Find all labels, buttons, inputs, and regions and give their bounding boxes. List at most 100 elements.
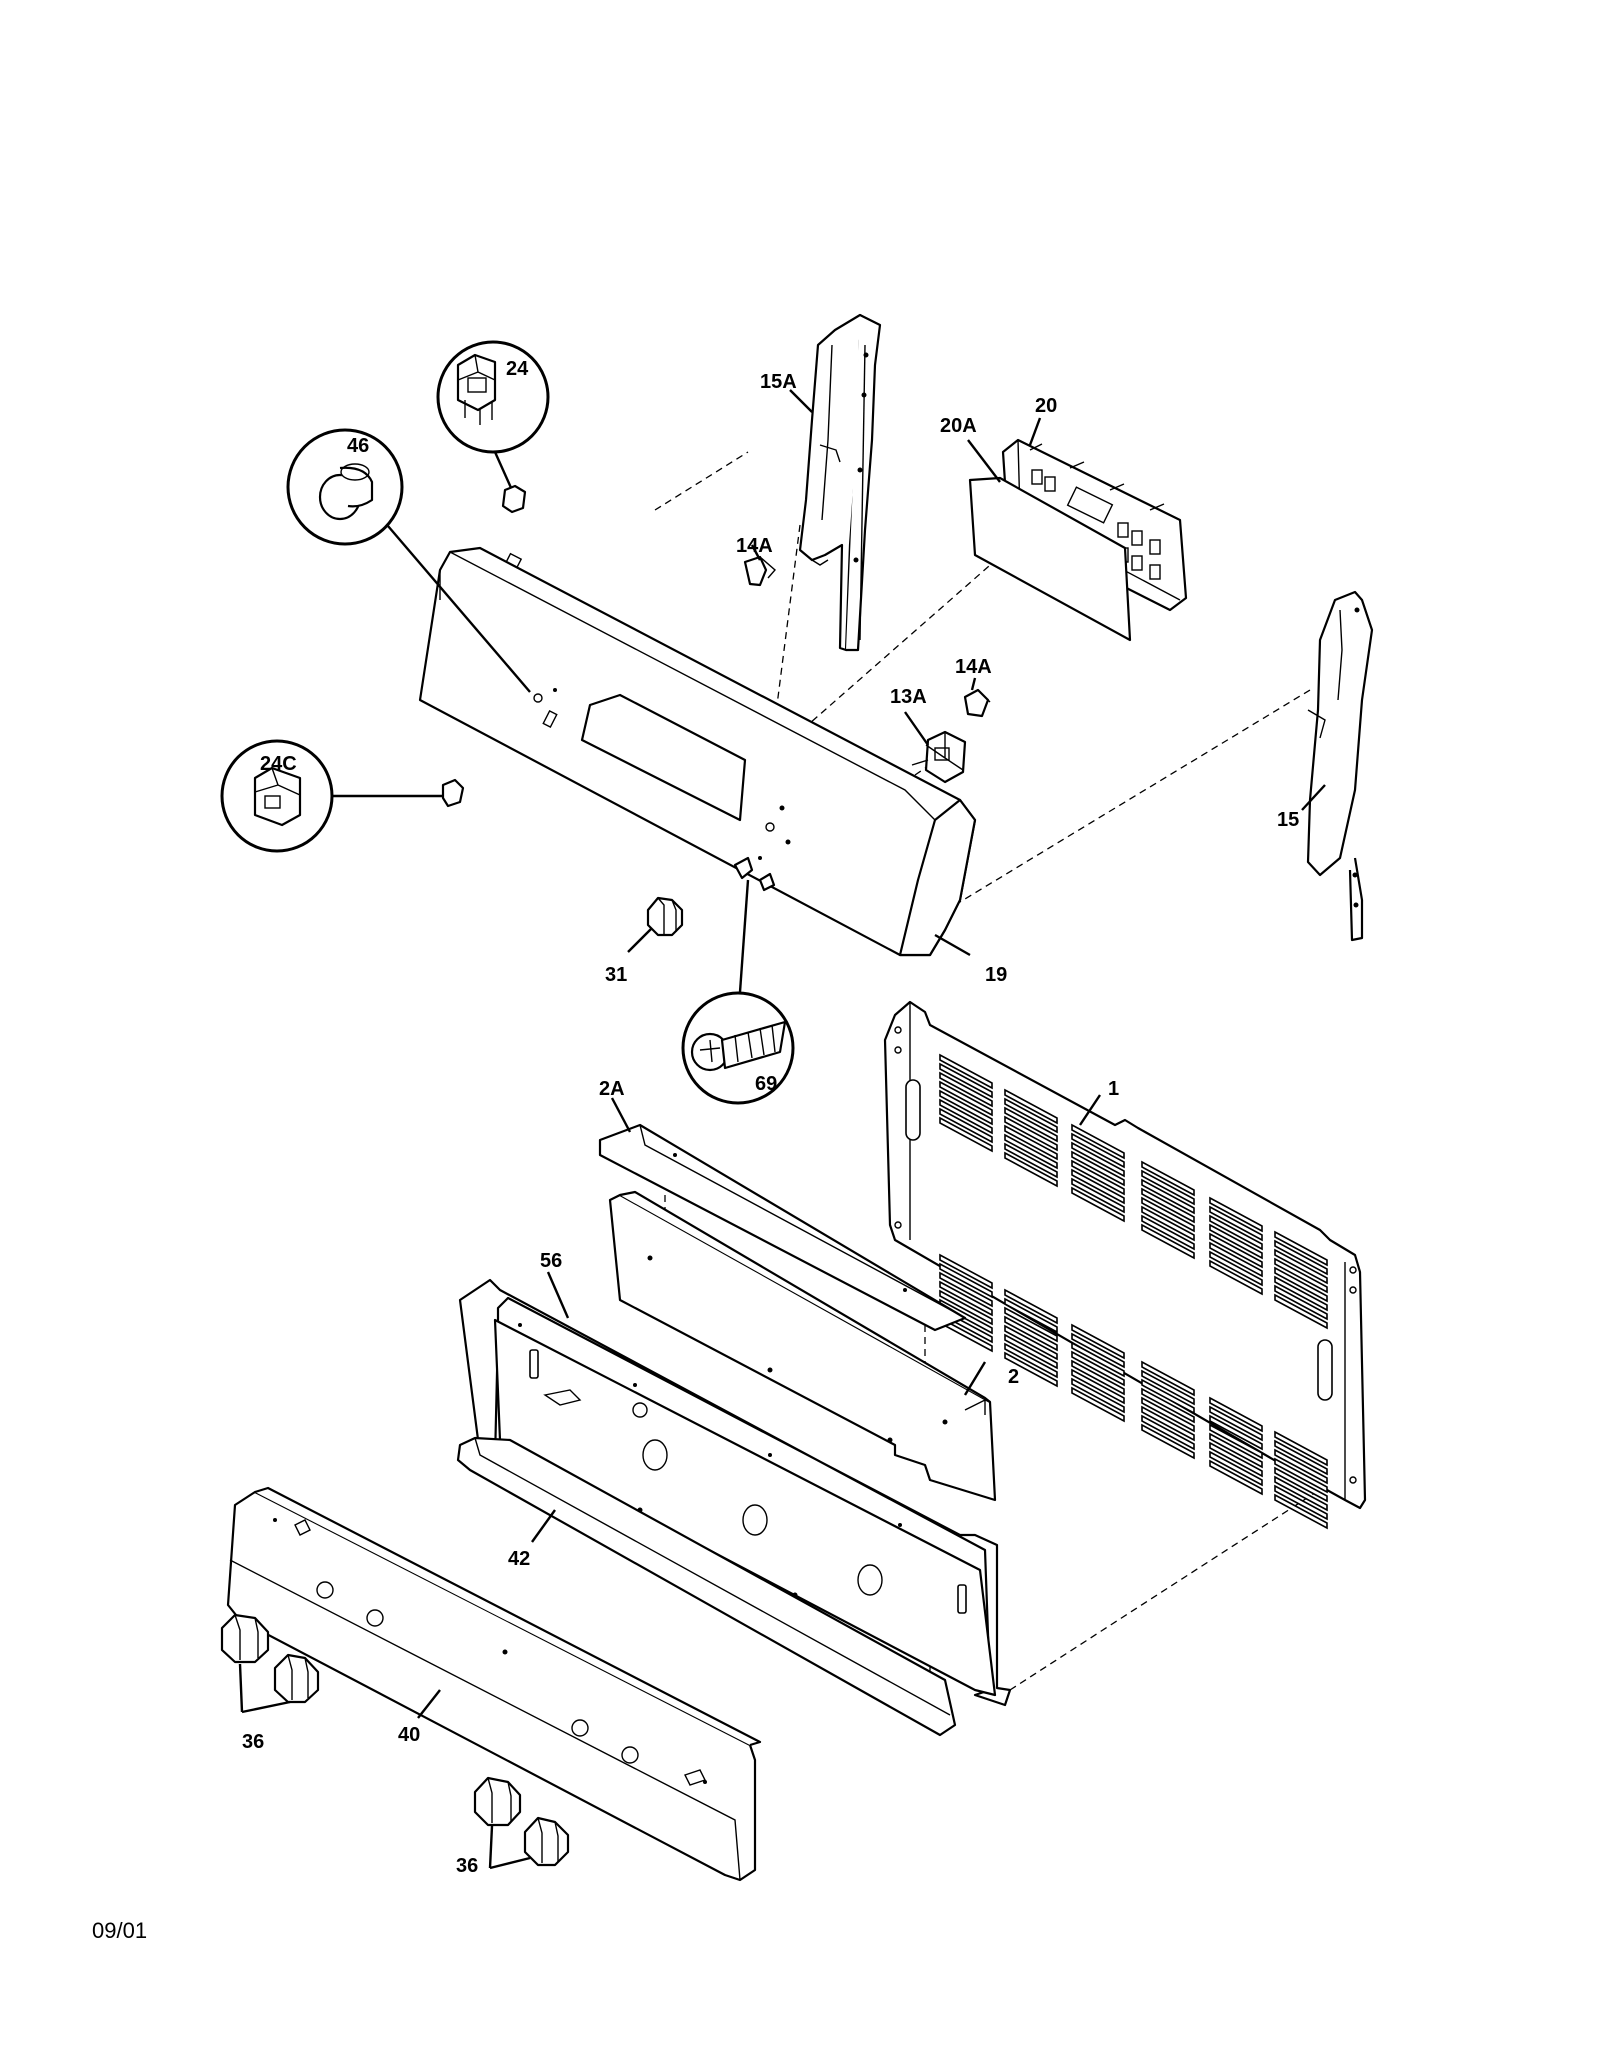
louver-slot xyxy=(1209,1250,1263,1287)
label-24: 24 xyxy=(506,358,529,380)
part-40-front-panel xyxy=(226,1486,762,1882)
louver-slot xyxy=(1209,1241,1263,1278)
louver-slot xyxy=(1141,1196,1195,1233)
louver-slot xyxy=(1209,1414,1263,1451)
louver-slot xyxy=(1141,1214,1195,1251)
leader-36-right-b xyxy=(489,1856,531,1870)
louver-slot xyxy=(1004,1315,1058,1352)
part-14a-clip-top xyxy=(743,555,776,587)
louver-slot xyxy=(1274,1448,1328,1485)
leader-24 xyxy=(493,451,514,491)
label-19: 19 xyxy=(985,964,1007,986)
louver-slot xyxy=(1141,1387,1195,1424)
louver-slot xyxy=(939,1080,993,1117)
label-56: 56 xyxy=(540,1250,562,1272)
louver-slot xyxy=(1209,1450,1263,1487)
louver-slot xyxy=(939,1062,993,1099)
leader-46 xyxy=(387,525,531,693)
louver-slot xyxy=(1004,1097,1058,1134)
part-19-control-panel xyxy=(418,546,977,957)
louver-slot xyxy=(1004,1142,1058,1179)
louver-slot xyxy=(1141,1378,1195,1415)
leader-56 xyxy=(546,1271,570,1319)
louver-slot xyxy=(939,1107,993,1144)
revision-date: 09/01 xyxy=(92,1918,147,1943)
label-20a: 20A xyxy=(940,415,977,437)
callout-46-button xyxy=(286,428,404,546)
louver-slot xyxy=(939,1271,993,1308)
label-15a: 15A xyxy=(760,371,797,393)
louver-slot xyxy=(1071,1159,1125,1196)
leader-15a xyxy=(789,389,813,413)
louver-slot xyxy=(1274,1293,1328,1330)
part-36-knob-3 xyxy=(473,1776,522,1827)
louver-slot xyxy=(1004,1306,1058,1343)
louver-slot xyxy=(1004,1324,1058,1361)
leader-36-right-a xyxy=(488,1825,494,1869)
leader-19 xyxy=(934,933,971,957)
louver-slot xyxy=(1274,1475,1328,1512)
louver-slot xyxy=(1274,1275,1328,1312)
louver-slot xyxy=(1071,1123,1125,1160)
louver-slot xyxy=(1274,1266,1328,1303)
louver-slot xyxy=(1004,1133,1058,1170)
part-36-knob-2 xyxy=(273,1653,320,1704)
louver-slot xyxy=(1209,1232,1263,1269)
part-14a-clip-right xyxy=(963,688,991,718)
louver-slot xyxy=(1071,1359,1125,1396)
label-2a: 2A xyxy=(599,1078,625,1100)
leader-20 xyxy=(1028,417,1042,446)
louver-slot xyxy=(939,1280,993,1317)
louver-slot xyxy=(1209,1196,1263,1233)
part-24c-switch-small xyxy=(441,778,465,808)
louver-slot xyxy=(1209,1441,1263,1478)
louver-slot xyxy=(1209,1459,1263,1496)
leader-2 xyxy=(963,1361,987,1396)
leader-42 xyxy=(531,1509,556,1543)
louver-slot xyxy=(1274,1493,1328,1530)
louver-slot xyxy=(1004,1124,1058,1161)
louver-slot xyxy=(1209,1259,1263,1296)
part-2a-trim-strip xyxy=(598,1123,967,1332)
leader-14a-right xyxy=(970,677,977,691)
louver-slot xyxy=(1209,1423,1263,1460)
part-69-screws-on-panel xyxy=(733,822,776,892)
louver-slot xyxy=(939,1289,993,1326)
louver-slot xyxy=(1071,1150,1125,1187)
louver-slot xyxy=(1071,1177,1125,1214)
louver-slot xyxy=(1209,1205,1263,1242)
label-42: 42 xyxy=(508,1548,530,1570)
part-42-trim-rail xyxy=(456,1436,957,1737)
label-69: 69 xyxy=(755,1073,777,1095)
louver-slot xyxy=(1209,1396,1263,1433)
louver-slot xyxy=(1004,1106,1058,1143)
label-2: 2 xyxy=(1008,1366,1019,1388)
callout-69-screw xyxy=(681,991,795,1105)
leader-69 xyxy=(738,879,750,993)
louver-slot xyxy=(1004,1351,1058,1388)
louver-slot xyxy=(1209,1405,1263,1442)
part-15a-side-trim xyxy=(798,313,882,652)
louver-slot xyxy=(1141,1423,1195,1460)
louver-slot xyxy=(1071,1341,1125,1378)
leader-31 xyxy=(627,927,653,953)
leader-40 xyxy=(417,1689,441,1719)
louver-slot xyxy=(1071,1186,1125,1223)
louver-slot xyxy=(1004,1115,1058,1152)
label-20: 20 xyxy=(1035,395,1057,417)
part-36-knob-4 xyxy=(523,1816,570,1867)
label-13a: 13A xyxy=(890,686,927,708)
part-36-knob-1 xyxy=(220,1613,270,1664)
part-2-shield xyxy=(608,1190,997,1502)
louver-slot xyxy=(1071,1323,1125,1360)
label-24c: 24C xyxy=(260,753,297,775)
louver-slot xyxy=(939,1116,993,1153)
rear-panel-louvers xyxy=(939,1053,1328,1530)
louver-slot xyxy=(1141,1414,1195,1451)
part-20a-overlay xyxy=(968,476,1132,642)
louver-slot xyxy=(939,1262,993,1299)
leader-36-left-b xyxy=(241,1700,291,1714)
louver-slot xyxy=(1141,1169,1195,1206)
louver-slot xyxy=(1071,1132,1125,1169)
louver-slot xyxy=(1071,1332,1125,1369)
